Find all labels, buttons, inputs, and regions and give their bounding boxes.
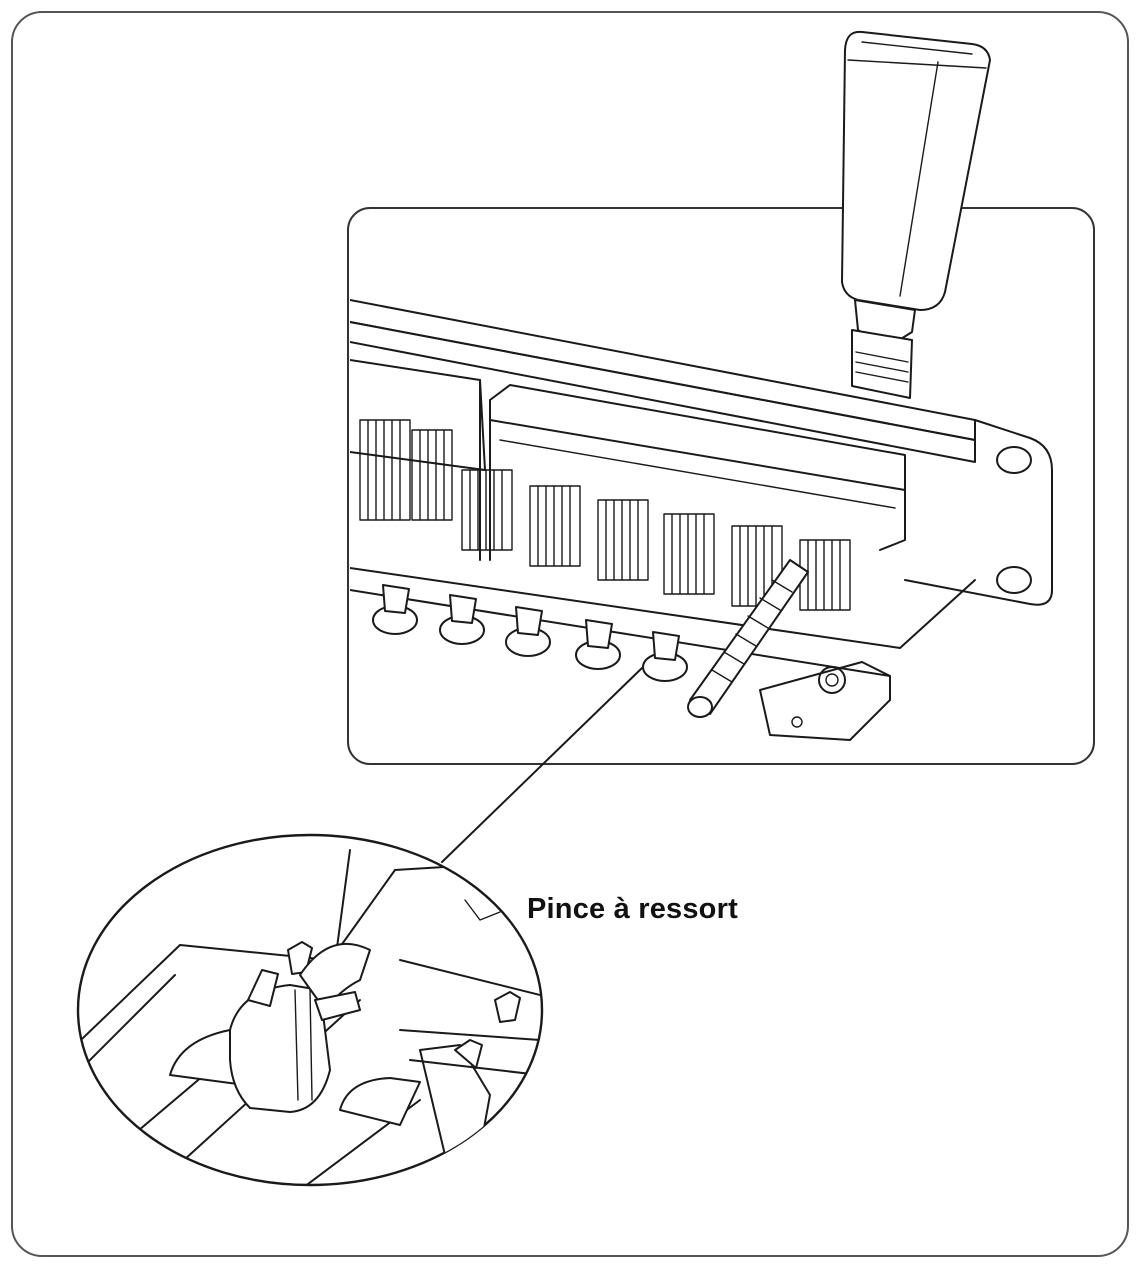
spring-clip-row: [372, 584, 688, 682]
spring-clip-label: Pince à ressort: [527, 893, 738, 925]
patch-panel-icon: [350, 299, 1053, 741]
punch-down-tool-icon: [841, 30, 991, 399]
leader-line: [441, 667, 643, 863]
spring-clip-icon: [76, 833, 544, 1187]
cable: [687, 559, 809, 718]
